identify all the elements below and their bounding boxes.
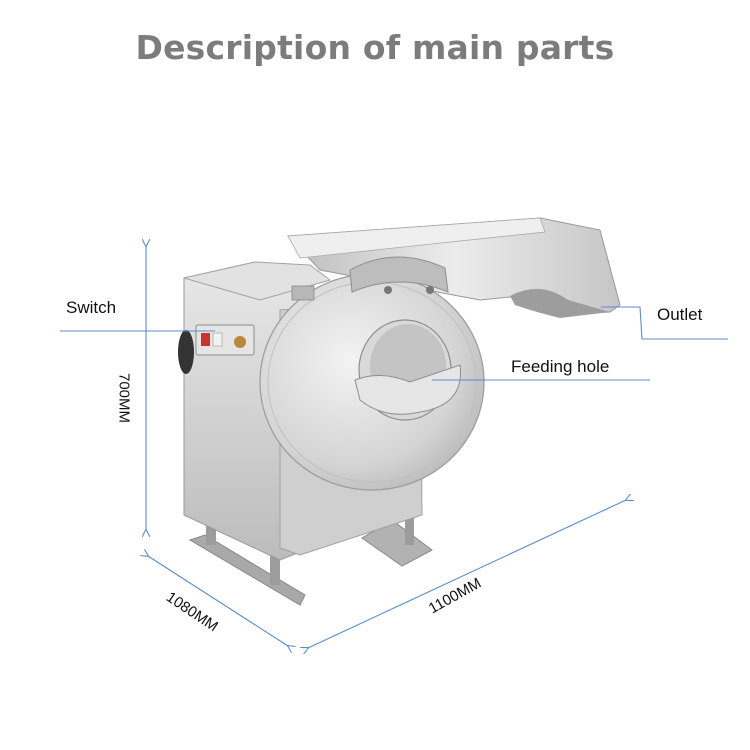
width-dimension-line	[308, 500, 626, 648]
switch-label: Switch	[66, 298, 117, 317]
outlet-leader-line	[601, 306, 728, 340]
dimension-lines	[146, 246, 626, 648]
switch-box	[195, 324, 255, 356]
leader-lines	[60, 306, 728, 381]
feeding-hole	[354, 319, 461, 421]
height-dimension-label: 700MM	[115, 372, 133, 424]
feeding-hole-label: Feeding hole	[511, 357, 610, 376]
page-title: Description of main parts	[135, 28, 615, 67]
stop-button-icon	[201, 333, 210, 346]
outlet-chute	[286, 217, 621, 318]
outlet-label: Outlet	[657, 305, 703, 324]
depth-dimension-line	[148, 556, 288, 646]
